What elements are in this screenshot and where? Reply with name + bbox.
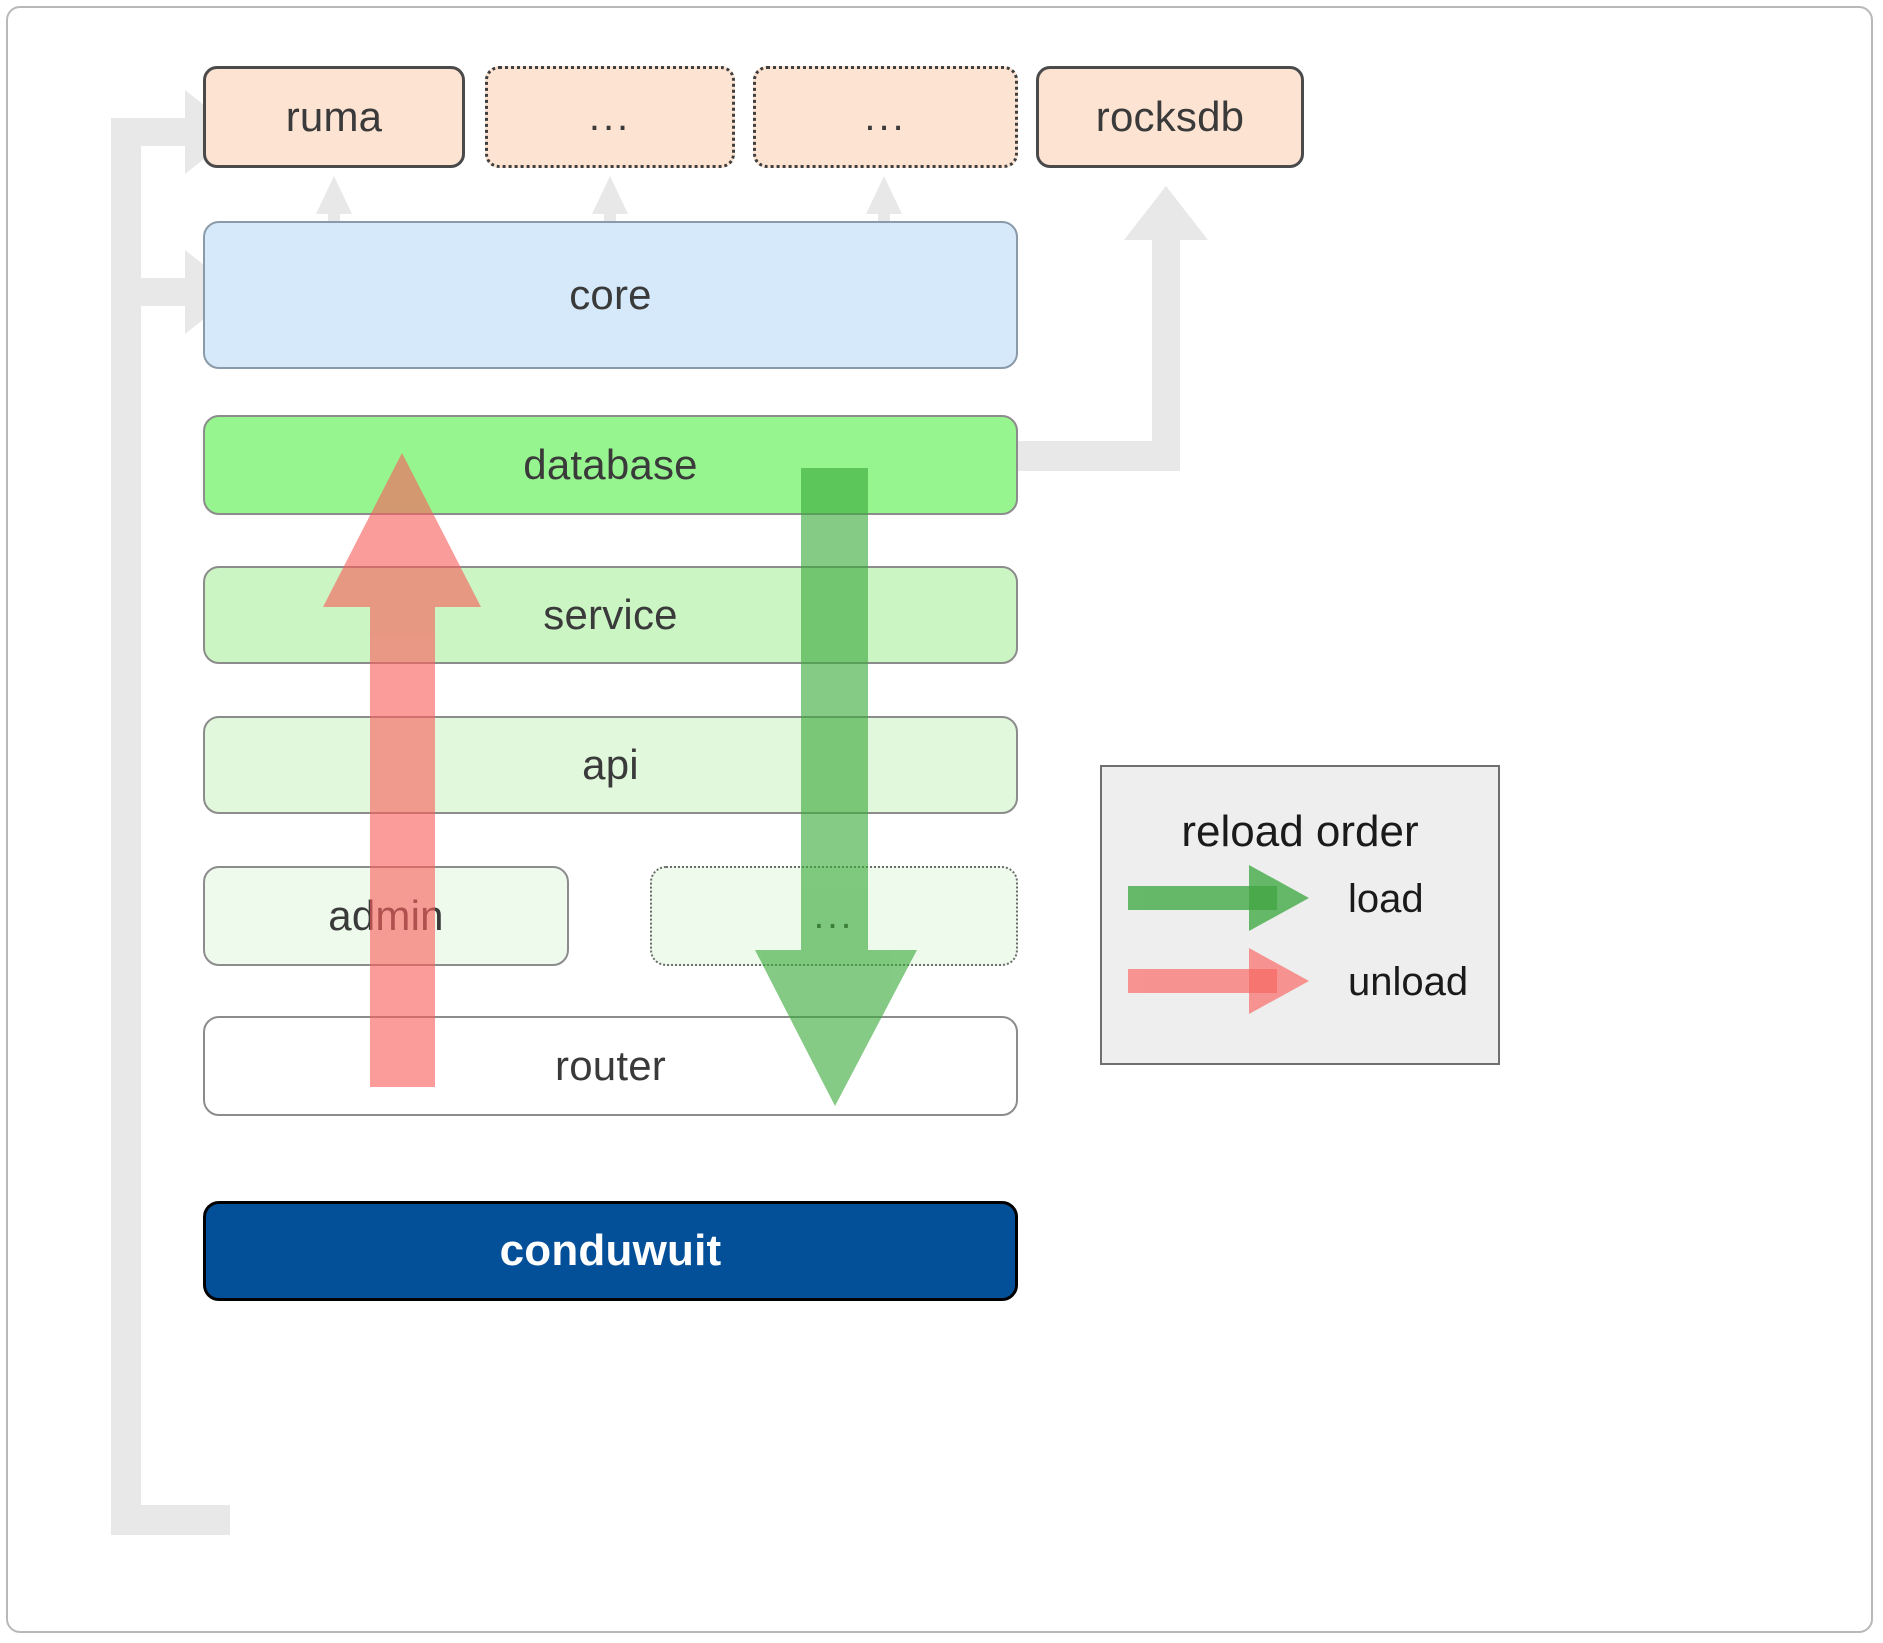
legend-label-load: load: [1348, 877, 1424, 921]
load-arrow-icon: [1128, 865, 1309, 931]
layer-ellipsis[interactable]: ...: [650, 866, 1018, 966]
layer-ellipsis-label: ...: [813, 894, 855, 937]
layer-database-label: database: [523, 441, 698, 488]
layer-service[interactable]: service: [203, 566, 1018, 664]
unload-arrow-icon: [1128, 948, 1309, 1014]
layer-admin-label: admin: [328, 892, 444, 939]
crate-ruma-label: ruma: [285, 93, 383, 140]
layer-service-label: service: [543, 591, 678, 638]
legend-panel: reload order load unload: [1100, 765, 1500, 1065]
crate-ellipsis-1[interactable]: ...: [485, 66, 735, 168]
app-conduwuit[interactable]: conduwuit: [203, 1201, 1018, 1301]
layer-api-label: api: [582, 741, 639, 788]
crate-ruma[interactable]: ruma: [203, 66, 465, 168]
crate-ellipsis-1-label: ...: [588, 94, 632, 139]
layer-api[interactable]: api: [203, 716, 1018, 814]
crate-ellipsis-2-label: ...: [864, 94, 907, 139]
layer-core[interactable]: core: [203, 221, 1018, 369]
layer-router-label: router: [555, 1042, 666, 1089]
app-conduwuit-label: conduwuit: [499, 1226, 722, 1275]
legend-title: reload order: [1181, 807, 1419, 856]
layer-database[interactable]: database: [203, 415, 1018, 515]
crate-rocksdb[interactable]: rocksdb: [1036, 66, 1304, 168]
layer-core-label: core: [569, 271, 652, 318]
legend-label-unload: unload: [1348, 960, 1469, 1004]
legend-arrow-icons: [1128, 865, 1309, 1014]
crate-rocksdb-label: rocksdb: [1095, 93, 1245, 140]
layer-admin[interactable]: admin: [203, 866, 569, 966]
layer-router[interactable]: router: [203, 1016, 1018, 1116]
crate-ellipsis-2[interactable]: ...: [753, 66, 1018, 168]
